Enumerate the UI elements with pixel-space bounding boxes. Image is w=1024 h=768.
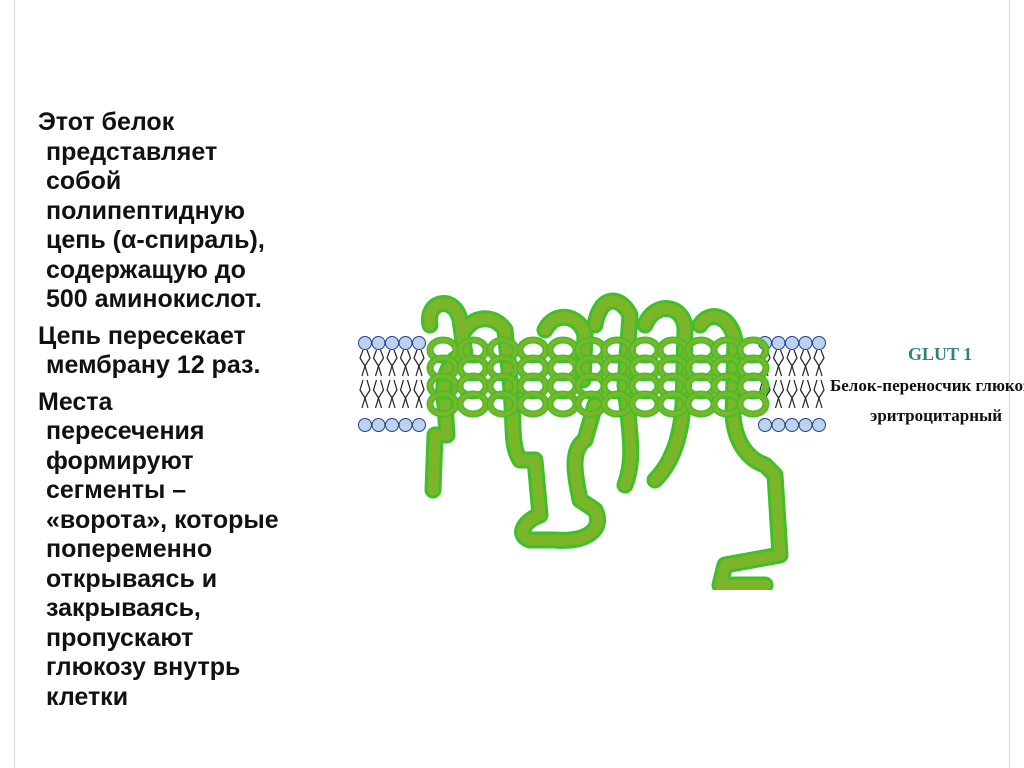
text-line: пропускают <box>38 624 338 654</box>
left-frame-line <box>14 0 15 768</box>
transmembrane-helix <box>550 340 576 414</box>
text-line: Места <box>38 388 338 418</box>
paragraph-1: Этот белок представляет собой полипептид… <box>38 108 338 315</box>
transmembrane-helix <box>520 340 546 414</box>
text-line: «ворота», которые <box>38 506 338 536</box>
text-line: формируют <box>38 447 338 477</box>
description-text: Этот белок представляет собой полипептид… <box>38 108 338 719</box>
text-line: представляет <box>38 138 338 168</box>
text-line: цепь (α-спираль), <box>38 226 338 256</box>
text-line: глюкозу внутрь <box>38 653 338 683</box>
text-line: Цепь пересекает <box>38 322 338 352</box>
text-line: собой <box>38 167 338 197</box>
text-line: попеременно <box>38 535 338 565</box>
text-line: закрываясь, <box>38 594 338 624</box>
glut1-membrane-figure <box>355 285 845 590</box>
text-line: пересечения <box>38 417 338 447</box>
text-line: 500 аминокислот. <box>38 285 338 315</box>
text-line: клетки <box>38 683 338 713</box>
glut1-protein-ribbon <box>429 301 780 585</box>
figure-caption-title: GLUT 1 <box>908 344 972 365</box>
text-line: открываясь и <box>38 565 338 595</box>
figure-caption-line-2: эритроцитарный <box>870 406 1002 426</box>
text-line: содержащую до <box>38 256 338 286</box>
text-line: полипептидную <box>38 197 338 227</box>
lipid-bilayer-left <box>359 337 426 432</box>
text-line: Этот белок <box>38 108 338 138</box>
paragraph-2: Цепь пересекает мембрану 12 раз. <box>38 322 338 381</box>
text-line: мембрану 12 раз. <box>38 351 338 381</box>
figure-caption-line-1: Белок-переносчик глюкозы <box>830 376 1024 396</box>
text-line: сегменты – <box>38 476 338 506</box>
paragraph-3: Места пересечения формируют сегменты – «… <box>38 388 338 713</box>
